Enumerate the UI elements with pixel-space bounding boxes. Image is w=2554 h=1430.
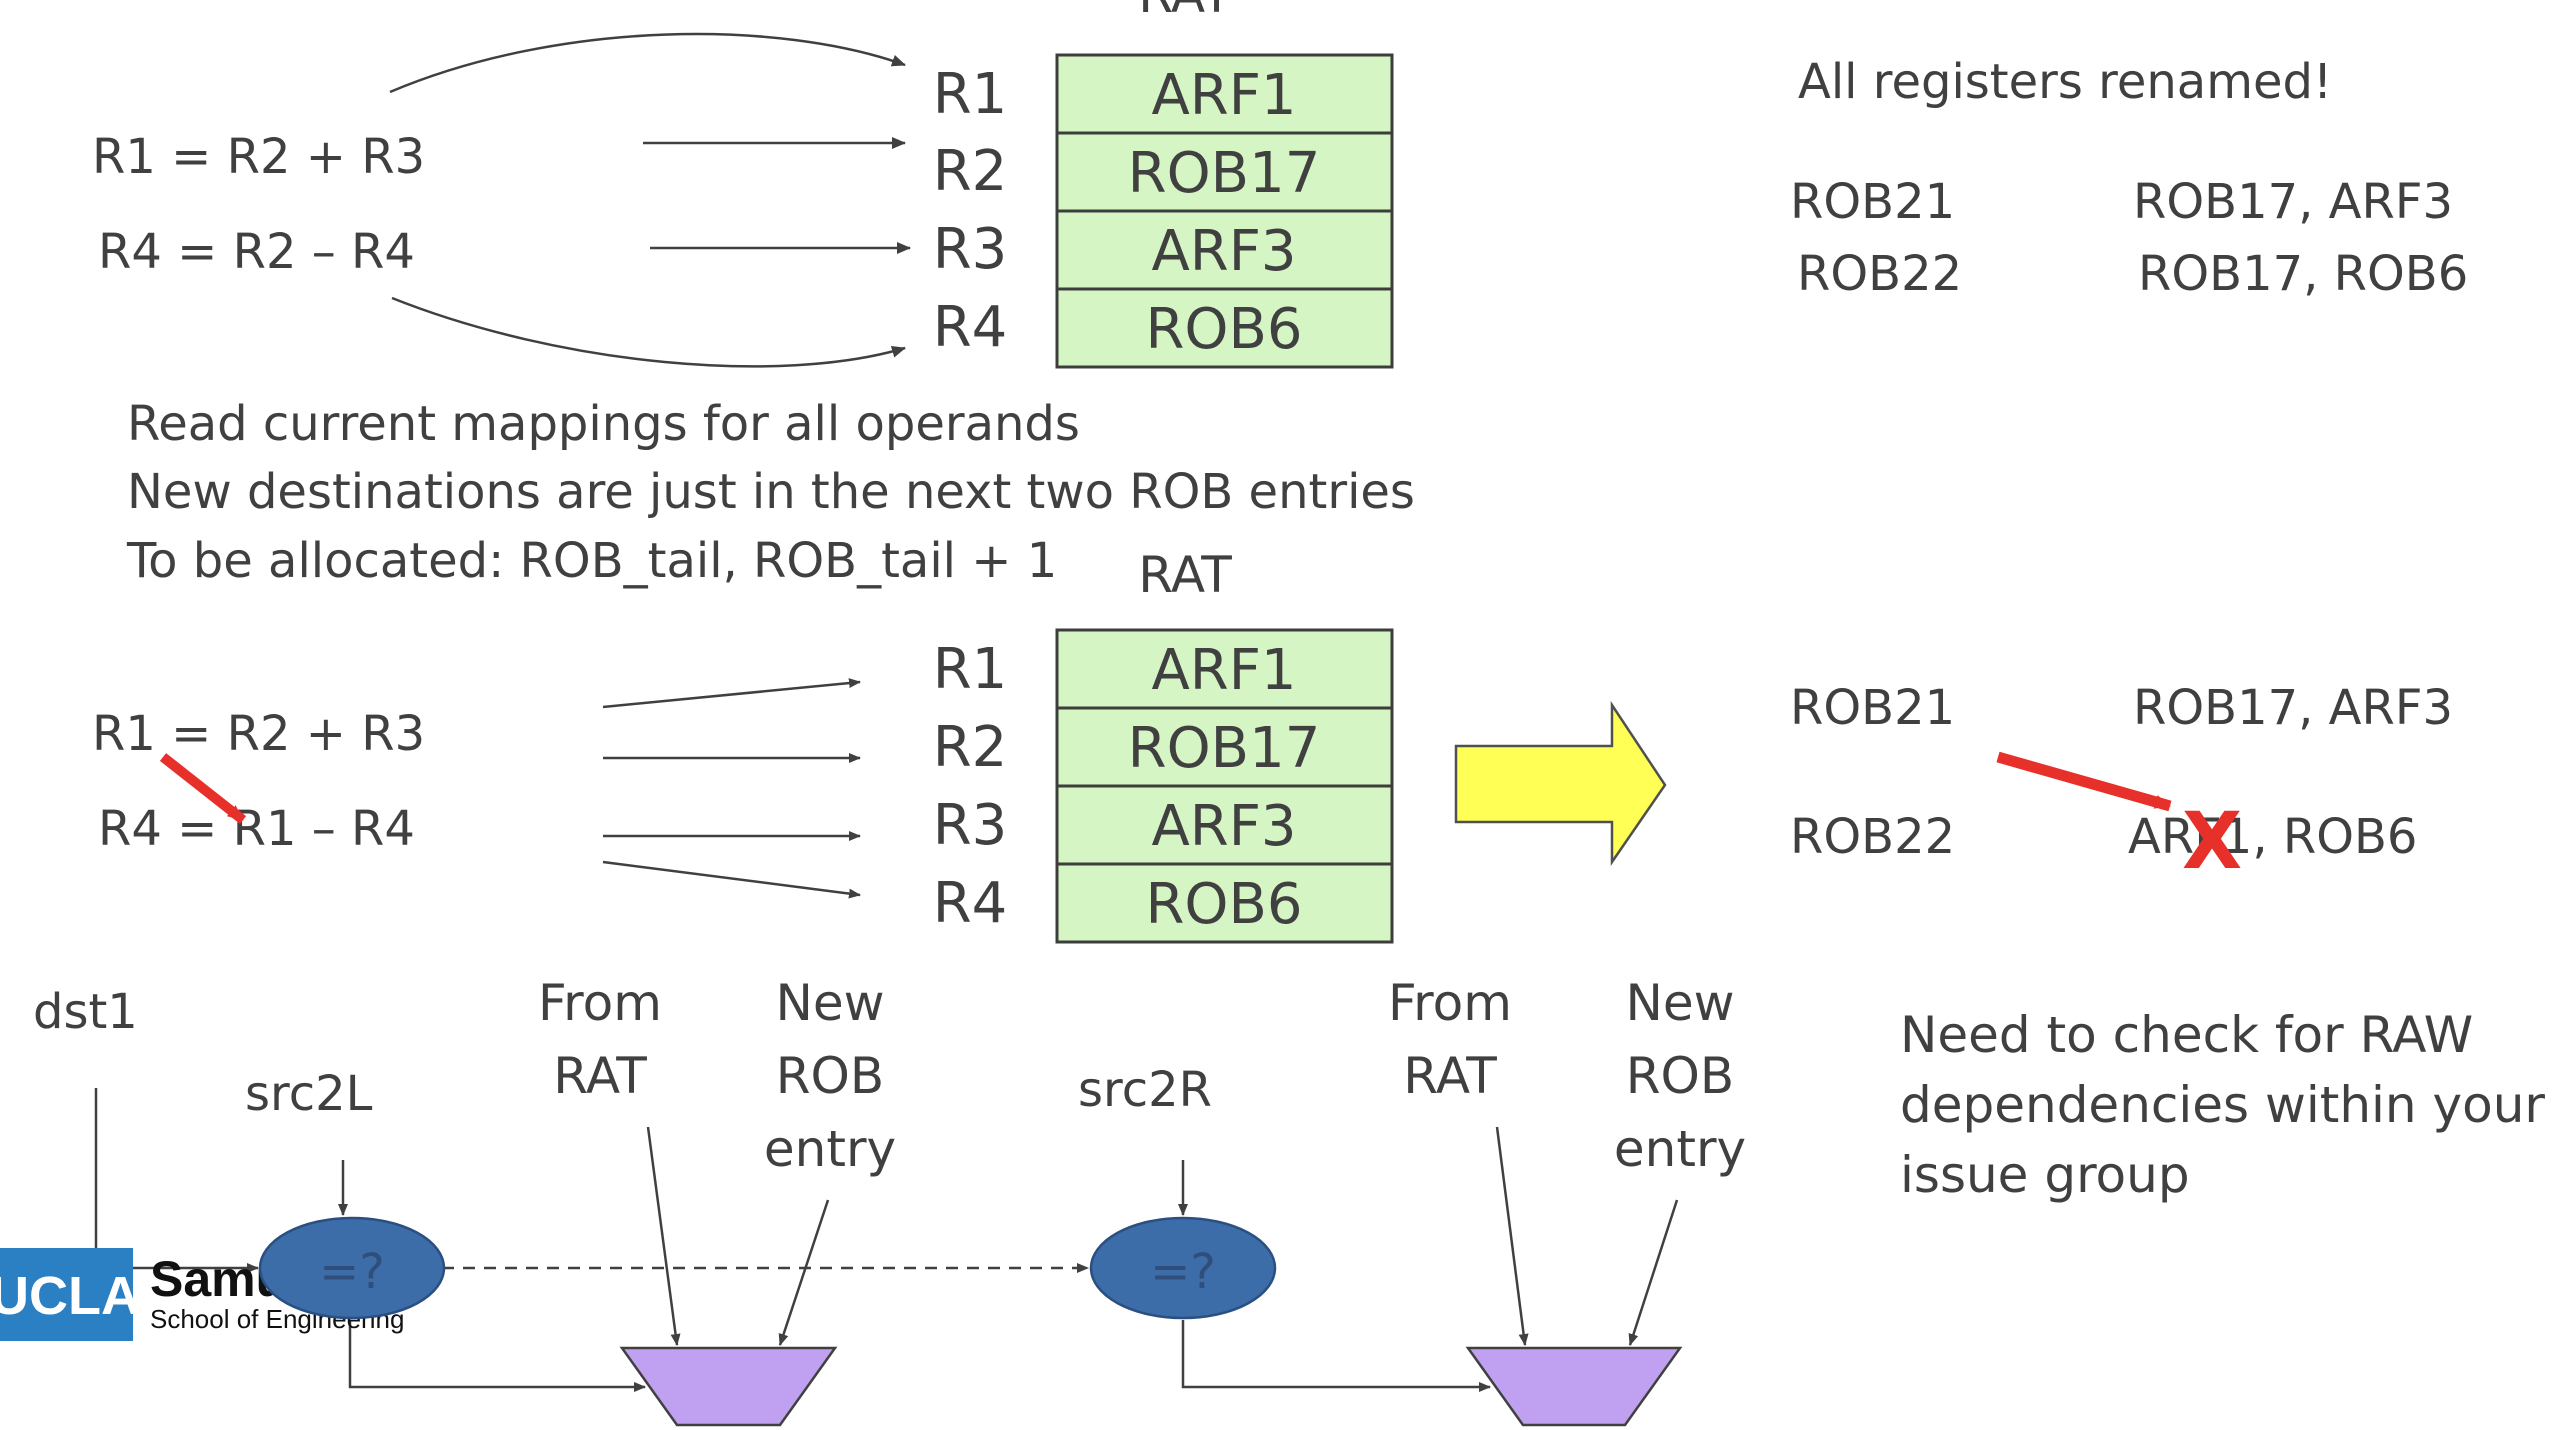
rat-mapping: ARF3 xyxy=(1151,794,1296,859)
svg-text:ROB: ROB xyxy=(1626,1047,1734,1105)
result-srcs: ROB17, ARF3 xyxy=(2133,174,2453,230)
compare-label-right: =? xyxy=(1150,1244,1216,1300)
big-yellow-arrow xyxy=(1454,700,1667,867)
rat-cell xyxy=(1055,287,1394,369)
top-equation-1: R1 = R2 + R3 xyxy=(92,129,425,185)
rat-mapping: ROB6 xyxy=(1145,297,1302,362)
svg-text:New: New xyxy=(1625,974,1734,1032)
new-rob-label-left: New ROB entry xyxy=(764,974,896,1178)
src2l-label: src2L xyxy=(245,1066,373,1122)
arrow-to-r1 xyxy=(602,678,861,709)
new-rob-label-right: New ROB entry xyxy=(1614,974,1746,1178)
rat-cell xyxy=(1055,784,1394,866)
rat-reg-label: R2 xyxy=(933,139,1008,204)
rat-reg-label: R3 xyxy=(933,793,1008,858)
rat-mapping: ARF1 xyxy=(1151,638,1296,703)
ucla-badge-text: UCLA xyxy=(0,1266,140,1326)
from-rat-label-right: From RAT xyxy=(1388,974,1512,1105)
middle-rat-title: RAT xyxy=(1138,546,1232,604)
rat-reg-label: R4 xyxy=(933,295,1008,360)
result-dst: ROB21 xyxy=(1790,174,1955,230)
result-srcs: ARF1, ROB6 xyxy=(2128,809,2417,865)
raw-note-line: issue group xyxy=(1900,1146,2190,1204)
raw-note-line: dependencies within your xyxy=(1900,1076,2545,1134)
red-correction-arrow xyxy=(1996,751,2172,812)
top-rat-title: RAT xyxy=(1138,0,1232,24)
mux-left xyxy=(619,1346,838,1427)
top-section: RAT R1 = R2 + R3 R4 = R2 – R4 R1 R2 R3 R… xyxy=(92,0,2468,589)
arrow-to-r1 xyxy=(389,32,906,94)
svg-text:New: New xyxy=(775,974,884,1032)
rat-reg-label: R1 xyxy=(933,637,1008,702)
arrow-to-r4 xyxy=(602,860,861,899)
renamed-title: All registers renamed! xyxy=(1798,54,2332,110)
rat-mapping: ROB6 xyxy=(1145,872,1302,937)
top-rat-table: R1 R2 R3 R4 ARF1 ROB17 ARF3 ROB6 xyxy=(933,53,1394,369)
result-dst: ROB22 xyxy=(1790,809,1955,865)
rat-mapping: ARF1 xyxy=(1151,63,1296,128)
cross-mark: X xyxy=(2182,797,2242,887)
bottom-section: dst1 src2L src2R From RAT New ROB entry … xyxy=(0,974,2545,1427)
result-dst: ROB21 xyxy=(1790,680,1955,736)
middle-equation-2: R4 = R1 – R4 xyxy=(98,801,415,857)
rat-cell xyxy=(1055,53,1394,135)
dst1-wire xyxy=(94,1088,259,1273)
compare-oval-left xyxy=(258,1216,446,1320)
src2r-label: src2R xyxy=(1078,1062,1212,1118)
top-note-line: Read current mappings for all operands xyxy=(127,396,1080,452)
from-rat-wire-right xyxy=(1495,1126,1529,1346)
ucla-badge xyxy=(0,1248,133,1341)
svg-text:RAT: RAT xyxy=(1403,1047,1497,1105)
middle-section: RAT R1 = R2 + R3 R4 = R1 – R4 R1 R2 R3 R… xyxy=(92,546,2453,944)
compare-right-to-mux xyxy=(1181,1320,1491,1392)
from-rat-label-left: From RAT xyxy=(538,974,662,1105)
rat-cell xyxy=(1055,209,1394,291)
middle-equation-1: R1 = R2 + R3 xyxy=(92,706,425,762)
rat-mapping: ARF3 xyxy=(1151,219,1296,284)
svg-text:entry: entry xyxy=(1614,1120,1746,1178)
rat-cell xyxy=(1055,628,1394,710)
rat-cell xyxy=(1055,131,1394,213)
new-rob-wire-left xyxy=(778,1199,830,1346)
rat-mapping: ROB17 xyxy=(1128,141,1321,206)
top-note-line: New destinations are just in the next tw… xyxy=(127,464,1415,520)
rat-reg-label: R4 xyxy=(933,871,1008,936)
rat-cell xyxy=(1055,706,1394,788)
svg-text:entry: entry xyxy=(764,1120,896,1178)
svg-text:From: From xyxy=(538,974,662,1032)
rat-cell xyxy=(1055,862,1394,944)
rat-mapping: ROB17 xyxy=(1128,716,1321,781)
top-equation-2: R4 = R2 – R4 xyxy=(98,224,415,280)
arrow-to-r4 xyxy=(391,296,906,368)
dst1-label: dst1 xyxy=(33,984,138,1040)
mux-right xyxy=(1465,1346,1683,1427)
svg-text:RAT: RAT xyxy=(553,1047,647,1105)
result-srcs: ROB17, ROB6 xyxy=(2138,246,2468,302)
rat-reg-label: R2 xyxy=(933,715,1008,780)
from-rat-wire-left xyxy=(646,1126,681,1346)
compare-label-left: =? xyxy=(319,1244,385,1300)
middle-rat-table: R1 R2 R3 R4 ARF1 ROB17 ARF3 ROB6 xyxy=(933,628,1394,944)
rat-reg-label: R3 xyxy=(933,217,1008,282)
svg-text:ROB: ROB xyxy=(776,1047,884,1105)
svg-text:From: From xyxy=(1388,974,1512,1032)
rat-reg-label: R1 xyxy=(933,62,1008,127)
red-dependency-arrow xyxy=(159,753,247,824)
result-dst: ROB22 xyxy=(1797,246,1962,302)
result-srcs: ROB17, ARF3 xyxy=(2133,680,2453,736)
new-rob-wire-right xyxy=(1628,1199,1679,1346)
compare-oval-right xyxy=(1089,1216,1277,1320)
raw-note-line: Need to check for RAW xyxy=(1900,1006,2473,1064)
top-note-line: To be allocated: ROB_tail, ROB_tail + 1 xyxy=(126,533,1057,589)
compare-left-to-mux xyxy=(348,1320,646,1392)
